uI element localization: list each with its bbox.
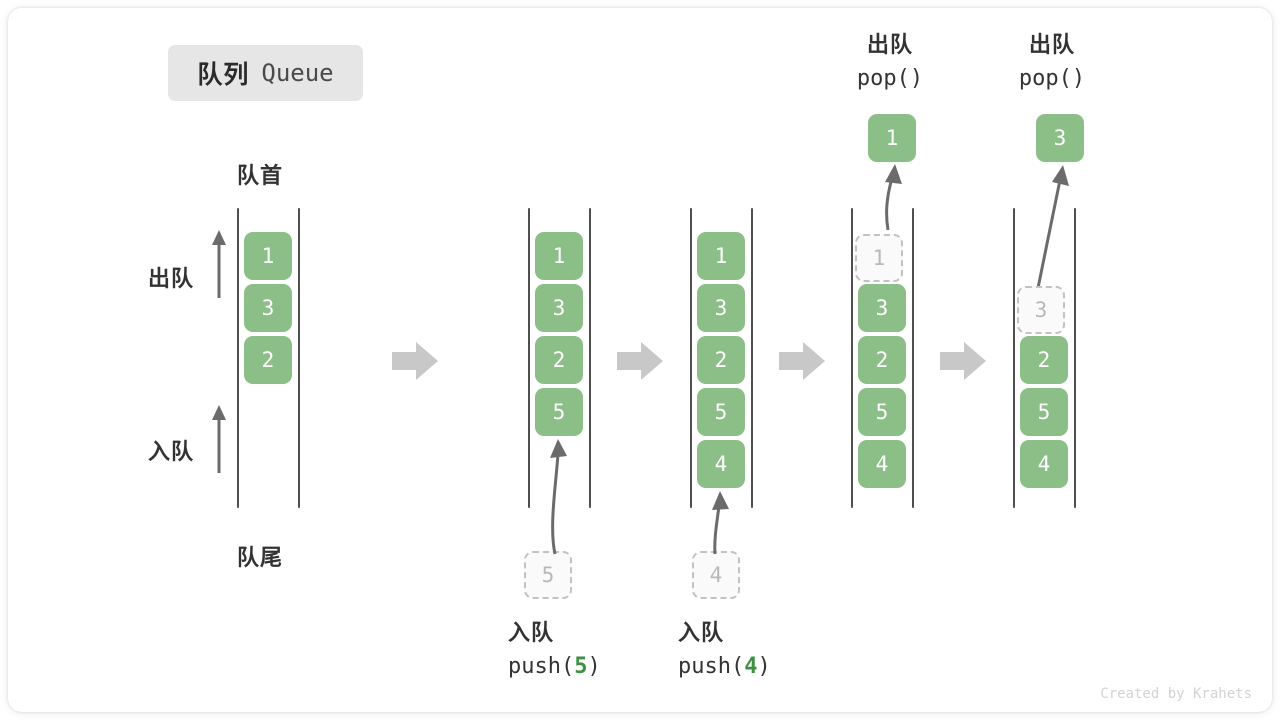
col5-caption-cn: 出队 [1028,32,1075,57]
col3-cell-3: 5 [697,388,745,436]
enqueue-direction-arrow [212,405,226,473]
col1-rail-right [298,208,300,508]
col3-caption-paren: ) [757,654,771,679]
col3-caption-cn: 入队 [678,620,725,645]
col2-push-arrow [550,439,567,555]
col2-cell-3: 5 [535,388,583,436]
col5-cell-2: 2 [1020,336,1068,384]
label-rear: 队尾 [237,545,284,570]
col2-rail-right [589,208,591,508]
col4-cell-1: 3 [858,284,906,332]
col4-cell-2: 2 [858,336,906,384]
col2-cell-0: 1 [535,232,583,280]
step-arrow-4 [940,342,986,380]
col3-push-arrow [712,491,729,555]
col2-incoming-ghost: 5 [524,551,572,599]
col3-cell-2: 2 [697,336,745,384]
dequeue-direction-arrow [212,230,226,298]
col4-popped-cell: 1 [868,114,916,162]
col5-rail-left [1013,208,1015,508]
step-arrow-2 [617,342,663,380]
col4-rail-right [912,208,914,508]
col2-rail-left [528,208,530,508]
col5-popped-cell: 3 [1036,114,1084,162]
col1-cell-2: 2 [244,336,292,384]
col3-rail-left [690,208,692,508]
col4-pop-arrow [885,164,902,231]
col5-cell-3: 5 [1020,388,1068,436]
label-enqueue: 入队 [148,439,195,464]
col3-cell-1: 3 [697,284,745,332]
col3-incoming-ghost: 4 [692,551,740,599]
col4-caption: 出队 pop() [800,28,980,96]
col3-caption-fn: push(4) [650,650,820,684]
col2-caption-num: 5 [574,654,588,679]
col4-caption-cn: 出队 [866,32,913,57]
col3-rail-right [751,208,753,508]
col2-caption-cn: 入队 [508,620,555,645]
col5-rail-right [1074,208,1076,508]
col4-rail-left [851,208,853,508]
col1-cell-1: 3 [244,284,292,332]
col4-cell-3: 5 [858,388,906,436]
col1-cell-0: 1 [244,232,292,280]
label-dequeue: 出队 [148,266,195,291]
step-arrow-1 [392,342,438,380]
col1-rail-left [237,208,239,508]
col4-cell-0: 1 [855,234,903,282]
col2-caption-fn-name: push( [508,654,575,679]
col3-cell-4: 4 [697,440,745,488]
col2-cell-2: 2 [535,336,583,384]
col2-caption-fn: push(5) [480,650,650,684]
credit-text: Created by Krahets [1100,686,1252,702]
col5-pop-arrow [1036,165,1069,289]
col2-caption-paren: ) [587,654,601,679]
step-arrow-3 [779,342,825,380]
title-chinese: 队列 [197,61,250,89]
title-english: Queue [261,59,334,87]
col3-caption: 入队 push(4) [650,616,820,684]
col5-caption-fn: pop() [1018,66,1086,91]
col5-cell-4: 4 [1020,440,1068,488]
col3-cell-0: 1 [697,232,745,280]
col2-cell-1: 3 [535,284,583,332]
col4-cell-4: 4 [858,440,906,488]
col2-caption: 入队 push(5) [480,616,650,684]
label-front: 队首 [237,163,284,188]
col5-cell-1: 3 [1017,286,1065,334]
col5-caption: 出队 pop() [962,28,1142,96]
col4-caption-fn: pop() [856,66,924,91]
col3-caption-fn-name: push( [678,654,745,679]
col3-caption-num: 4 [744,654,758,679]
diagram-title-badge: 队列 Queue [168,45,363,101]
